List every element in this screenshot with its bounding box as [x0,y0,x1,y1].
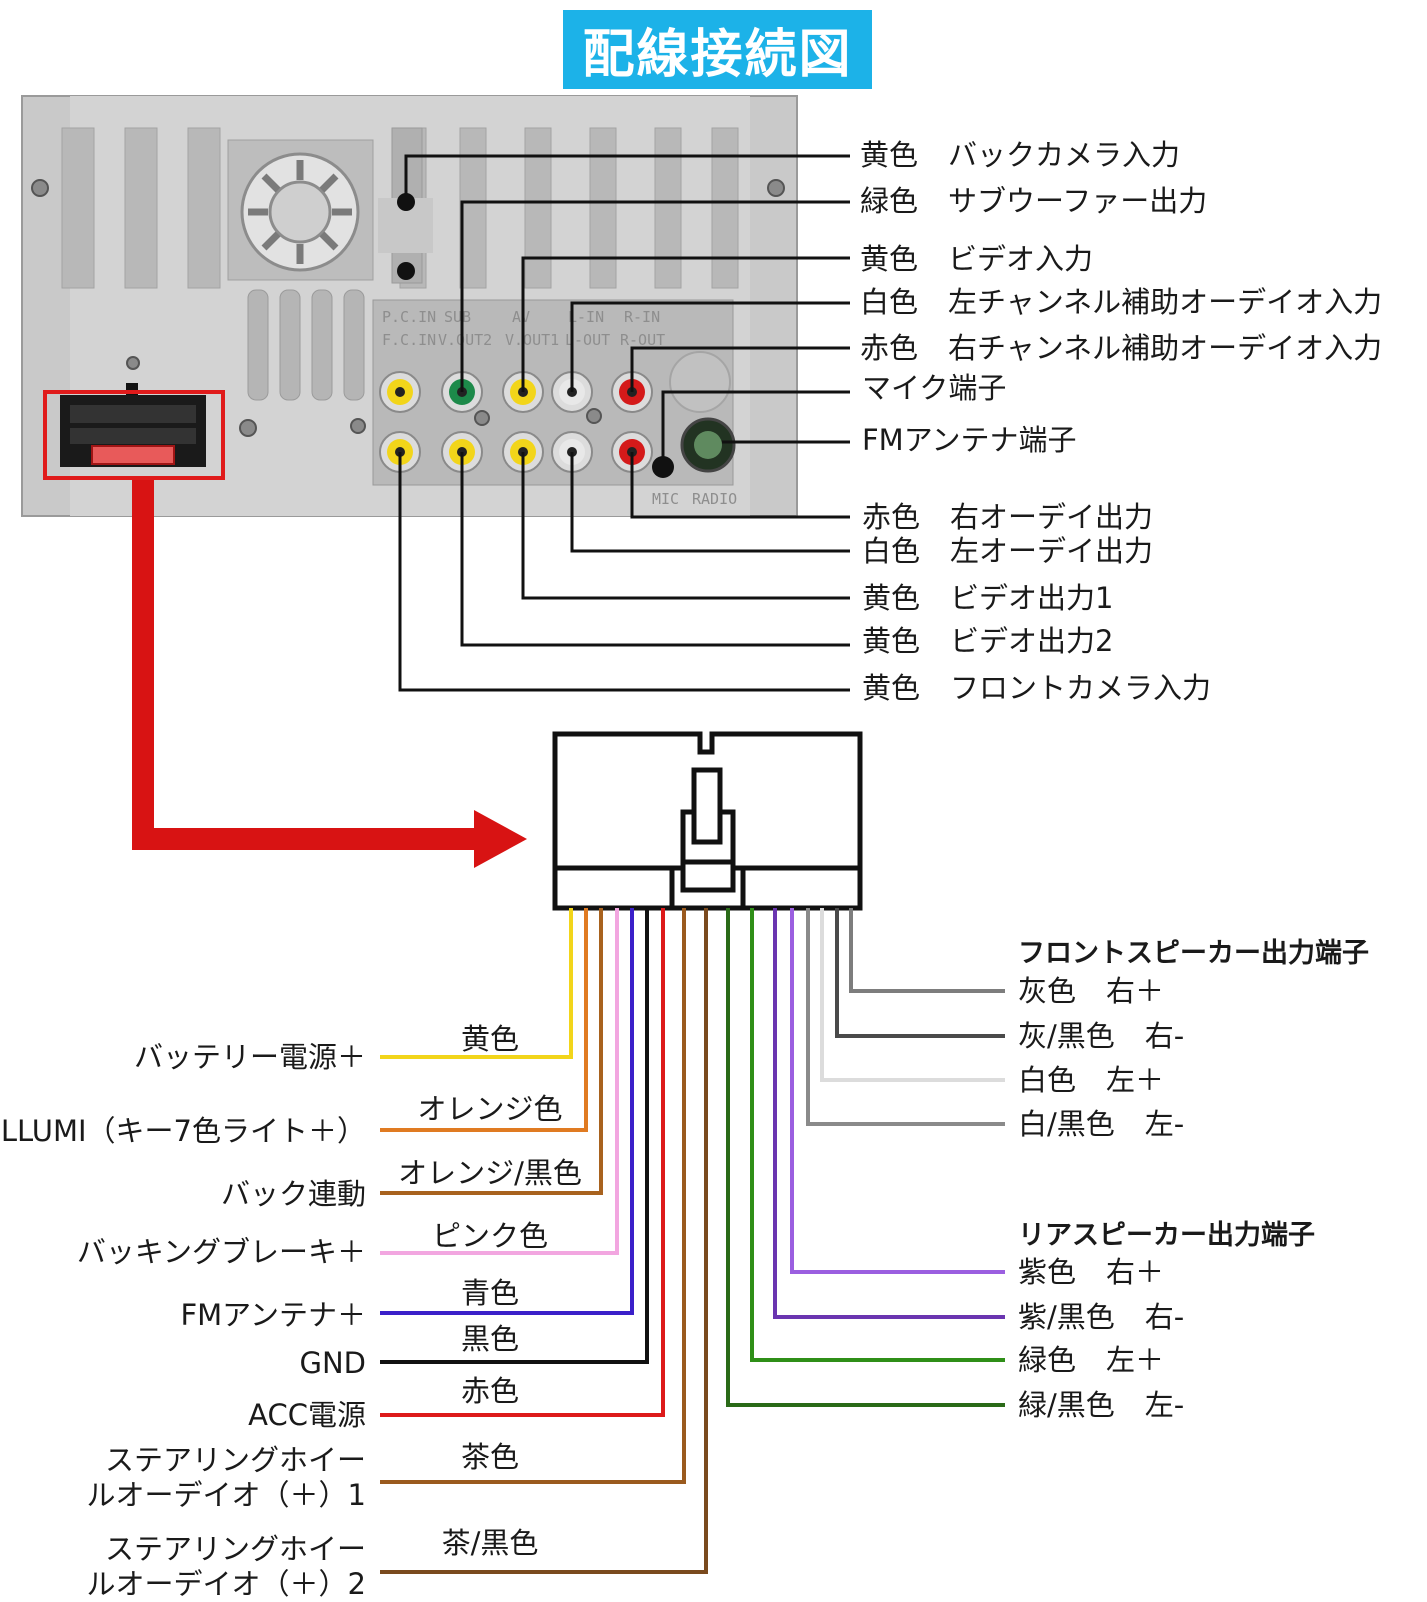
callout-line-0 [404,154,850,202]
wire-left-5 [380,908,649,1364]
screw-icons [31,179,785,437]
callout-line-4 [630,346,850,392]
callout-video-output-1: 黄色ビデオ出力1 [862,581,1114,615]
callout-line-5 [661,390,850,467]
panel-label-pcin: P.C.IN [382,308,436,326]
wire-label-gnd: GND [299,1346,367,1380]
red-arrow [132,480,527,868]
callout-line-9 [521,452,850,600]
wire-rear-1 [773,908,1005,1319]
callout-video-input: 黄色ビデオ入力 [860,242,1094,276]
wire-front-2 [820,908,1005,1082]
front-speaker-heading: フロントスピーカー出力端子 [1018,938,1369,969]
panel-label-sub: SUB [444,308,471,326]
wire-label-steering-2: ステアリングホイールオーデイオ（＋）2 [86,1532,366,1601]
rear-speaker-green: 緑色左＋ [1018,1343,1165,1377]
wire-left-4 [380,908,634,1315]
front-speaker-gray-black: 灰/黒色右- [1018,1019,1185,1053]
callout-front-camera-input: 黄色フロントカメラ入力 [862,671,1212,705]
callout-line-11 [398,452,850,692]
panel-label-mic: MIC [652,490,679,508]
panel-label-lout: L-OUT [565,331,610,349]
wire-color-pink: ピンク色 [431,1219,548,1253]
callout-subwoofer-output: 緑色サブウーファー出力 [860,184,1208,218]
wire-color-black: 黒色 [460,1322,519,1356]
wire-left-8 [380,908,708,1574]
panel-label-fcin: F.C.IN [382,331,436,349]
wire-color-brown: 茶色 [460,1440,519,1474]
wire-label-illumi: ILLUMI（キー7色ライト＋） [0,1114,366,1148]
panel-label-vout2: V.OUT2 [438,331,492,349]
callout-fm-antenna-terminal: FMアンテナ端子 [862,423,1077,457]
harness-socket [43,383,225,480]
wire-left-3 [380,908,619,1255]
callout-mic-terminal: マイク端子 [862,371,1007,405]
callout-left-audio-output: 白色左オーデイ出力 [862,534,1154,568]
panel-label-rin: R-IN [624,308,660,326]
callout-line-2 [521,256,850,392]
wire-label-acc: ACC電源 [248,1398,366,1432]
callout-aux-right-input: 赤色右チャンネル補助オーデイオ入力 [860,331,1383,365]
wire-rear-2 [750,908,1005,1362]
panel-label-radio: RADIO [692,490,737,508]
callout-line-8 [570,452,850,553]
callout-line-7 [630,452,850,519]
wire-label-fm-antenna: FMアンテナ＋ [180,1298,366,1332]
front-speaker-gray: 灰色右＋ [1018,974,1165,1008]
callout-lines [398,154,850,692]
wire-label-parking-brake: バッキングブレーキ＋ [76,1235,366,1269]
callout-line-3 [570,301,850,392]
wire-color-brown-black: 茶/黒色 [441,1526,539,1560]
panel-label-lin: L-IN [568,308,604,326]
callout-line-1 [460,200,850,392]
wire-label-back-link: バック連動 [220,1177,366,1211]
panel-label-av: AV [512,308,530,326]
wire-rear-0 [790,908,1005,1274]
wire-color-yellow: 黄色 [460,1022,519,1056]
wire-left-1 [380,908,588,1132]
wire-left-2 [380,908,603,1195]
wire-lines [380,908,1005,1574]
callout-video-output-2: 黄色ビデオ出力2 [862,624,1114,658]
rear-speaker-green-black: 緑/黒色左- [1018,1388,1185,1422]
diagram-title-text: 配線接続図 [582,25,853,85]
wire-left-0 [380,908,573,1059]
wire-left-6 [380,908,665,1417]
callout-right-audio-output: 赤色右オーデイ出力 [862,500,1154,534]
rear-speaker-heading: リアスピーカー出力端子 [1018,1220,1315,1251]
callout-aux-left-input: 白色左チャンネル補助オーデイオ入力 [860,285,1383,319]
wire-color-red: 赤色 [460,1374,519,1408]
cooling-fan-icon [227,139,374,281]
panel-label-vout1: V.OUT1 [505,331,559,349]
head-unit-back-panel: P.C.IN SUB AV L-IN R-IN F.C.IN V.OUT2 V.… [21,95,798,517]
wire-front-0 [849,908,1005,993]
wire-front-1 [835,908,1005,1038]
diagram-title: 配線接続図 [563,10,872,89]
callout-back-camera-input: 黄色バックカメラ入力 [860,138,1181,172]
panel-label-rout: R-OUT [620,331,665,349]
wire-label-steering-1: ステアリングホイールオーデイオ（＋）1 [86,1443,366,1512]
front-speaker-white-black: 白/黒色左- [1018,1107,1185,1141]
wire-rear-3 [726,908,1005,1407]
wire-color-orange-black: オレンジ/黒色 [398,1156,582,1190]
wire-front-3 [806,908,1005,1126]
rear-speaker-purple: 紫色右＋ [1018,1255,1165,1289]
front-speaker-white: 白色左＋ [1018,1063,1165,1097]
rear-speaker-purple-black: 紫/黒色右- [1018,1300,1185,1334]
wire-left-7 [380,908,686,1484]
wire-label-battery: バッテリー電源＋ [133,1040,366,1074]
wire-color-blue: 青色 [460,1276,519,1310]
wire-color-orange: オレンジ色 [417,1092,563,1126]
harness-connector [552,731,863,911]
callout-line-10 [460,452,850,647]
